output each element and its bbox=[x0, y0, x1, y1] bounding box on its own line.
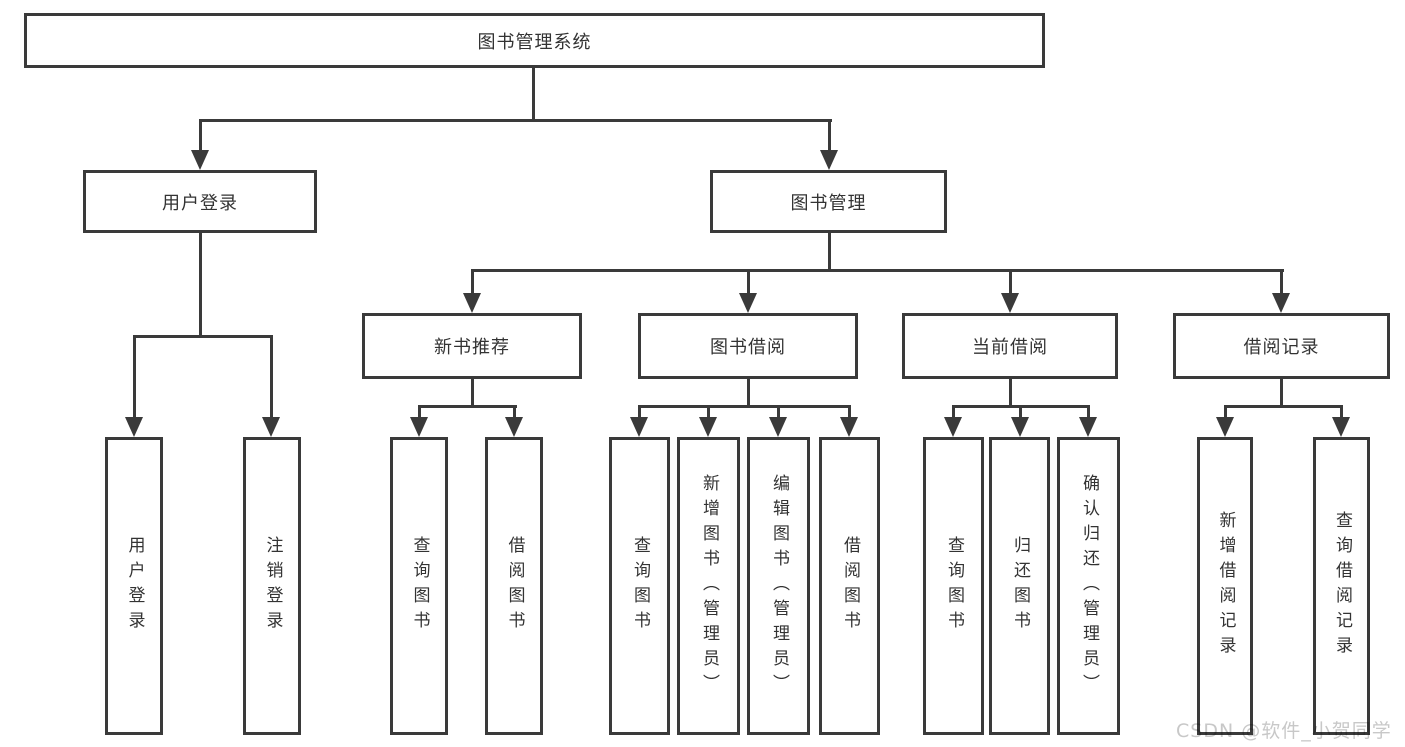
connector-line bbox=[1224, 405, 1227, 420]
connector-line bbox=[471, 269, 1284, 272]
arrow-head bbox=[125, 417, 143, 437]
node-book-borrow: 图书借阅 bbox=[638, 313, 858, 379]
node-label: 借阅图书 bbox=[840, 536, 860, 636]
connector-line bbox=[638, 405, 851, 408]
node-borrow-records: 借阅记录 bbox=[1173, 313, 1390, 379]
connector-line bbox=[199, 119, 202, 151]
node-label: 用户登录 bbox=[124, 536, 145, 636]
node-label: 注销登录 bbox=[262, 536, 283, 636]
arrow-head bbox=[262, 417, 280, 437]
connector-line bbox=[1280, 269, 1283, 296]
connector-line bbox=[471, 269, 474, 296]
node-new-book-recommend: 新书推荐 bbox=[362, 313, 582, 379]
connector-line bbox=[848, 405, 851, 420]
arrow-head bbox=[463, 293, 481, 313]
node-leaf-edit-book-admin: 编辑图书（管理员） bbox=[747, 437, 810, 735]
node-leaf-query-book-borrow: 查询图书 bbox=[609, 437, 670, 735]
connector-line bbox=[638, 405, 641, 420]
arrow-head bbox=[1332, 417, 1350, 437]
node-leaf-query-book-current: 查询图书 bbox=[923, 437, 984, 735]
arrow-head bbox=[410, 417, 428, 437]
connector-line bbox=[133, 335, 273, 338]
node-label: 确认归还（管理员） bbox=[1079, 473, 1099, 699]
connector-line bbox=[777, 405, 780, 420]
connector-line bbox=[199, 233, 202, 337]
node-leaf-user-login: 用户登录 bbox=[105, 437, 163, 735]
connector-line bbox=[133, 335, 136, 419]
node-leaf-return-book: 归还图书 bbox=[989, 437, 1050, 735]
connector-line bbox=[828, 119, 831, 151]
connector-line bbox=[747, 269, 750, 296]
node-label: 新增借阅记录 bbox=[1215, 511, 1236, 661]
node-label: 归还图书 bbox=[1010, 536, 1030, 636]
node-label: 借阅图书 bbox=[504, 536, 525, 636]
arrow-head bbox=[944, 417, 962, 437]
csdn-watermark: CSDN @软件_小贺同学 bbox=[1176, 720, 1392, 742]
node-label: 新书推荐 bbox=[434, 337, 510, 358]
node-label: 图书管理系统 bbox=[477, 31, 592, 53]
connector-line bbox=[270, 335, 273, 419]
connector-line bbox=[1009, 269, 1012, 296]
node-leaf-borrow-book-recommend: 借阅图书 bbox=[485, 437, 543, 735]
arrow-head bbox=[699, 417, 717, 437]
connector-line bbox=[1009, 379, 1012, 408]
node-label: 新增图书（管理员） bbox=[699, 473, 719, 699]
node-label: 图书管理 bbox=[790, 192, 867, 214]
connector-line bbox=[1340, 405, 1343, 420]
node-leaf-query-book-recommend: 查询图书 bbox=[390, 437, 448, 735]
node-label: 当前借阅 bbox=[972, 337, 1048, 358]
arrow-head bbox=[769, 417, 787, 437]
node-leaf-add-borrow-record: 新增借阅记录 bbox=[1197, 437, 1253, 735]
node-leaf-logout: 注销登录 bbox=[243, 437, 301, 735]
node-label: 查询图书 bbox=[944, 536, 964, 636]
node-label: 借阅记录 bbox=[1243, 337, 1320, 358]
arrow-head bbox=[630, 417, 648, 437]
node-current-borrow: 当前借阅 bbox=[902, 313, 1118, 379]
connector-line bbox=[1280, 379, 1283, 408]
node-leaf-confirm-return-admin: 确认归还（管理员） bbox=[1057, 437, 1120, 735]
connector-line bbox=[471, 379, 474, 408]
arrow-head bbox=[820, 150, 838, 170]
node-label: 查询图书 bbox=[409, 536, 430, 636]
node-library-system: 图书管理系统 bbox=[24, 13, 1045, 68]
connector-line bbox=[952, 405, 955, 420]
connector-line bbox=[747, 379, 750, 408]
node-book-management: 图书管理 bbox=[710, 170, 947, 233]
connector-line bbox=[828, 233, 831, 271]
node-leaf-add-book-admin: 新增图书（管理员） bbox=[677, 437, 740, 735]
arrow-head bbox=[1011, 417, 1029, 437]
connector-line bbox=[513, 405, 516, 420]
arrow-head bbox=[739, 293, 757, 313]
connector-line bbox=[1224, 405, 1343, 408]
node-label: 查询借阅记录 bbox=[1332, 511, 1352, 661]
node-label: 编辑图书（管理员） bbox=[769, 473, 789, 699]
node-label: 图书借阅 bbox=[710, 337, 786, 358]
connector-line bbox=[199, 119, 832, 122]
arrow-head bbox=[840, 417, 858, 437]
connector-line bbox=[418, 405, 421, 420]
arrow-head bbox=[505, 417, 523, 437]
connector-line bbox=[1019, 405, 1022, 420]
arrow-head bbox=[1272, 293, 1290, 313]
node-label: 用户登录 bbox=[162, 192, 238, 214]
node-leaf-query-borrow-record: 查询借阅记录 bbox=[1313, 437, 1370, 735]
connector-line bbox=[1087, 405, 1090, 420]
connector-line bbox=[707, 405, 710, 420]
arrow-head bbox=[191, 150, 209, 170]
connector-line bbox=[532, 67, 535, 121]
arrow-head bbox=[1079, 417, 1097, 437]
node-label: 查询图书 bbox=[630, 536, 650, 636]
arrow-head bbox=[1216, 417, 1234, 437]
arrow-head bbox=[1001, 293, 1019, 313]
connector-line bbox=[418, 405, 517, 408]
node-leaf-borrow-book: 借阅图书 bbox=[819, 437, 880, 735]
node-user-login: 用户登录 bbox=[83, 170, 317, 233]
